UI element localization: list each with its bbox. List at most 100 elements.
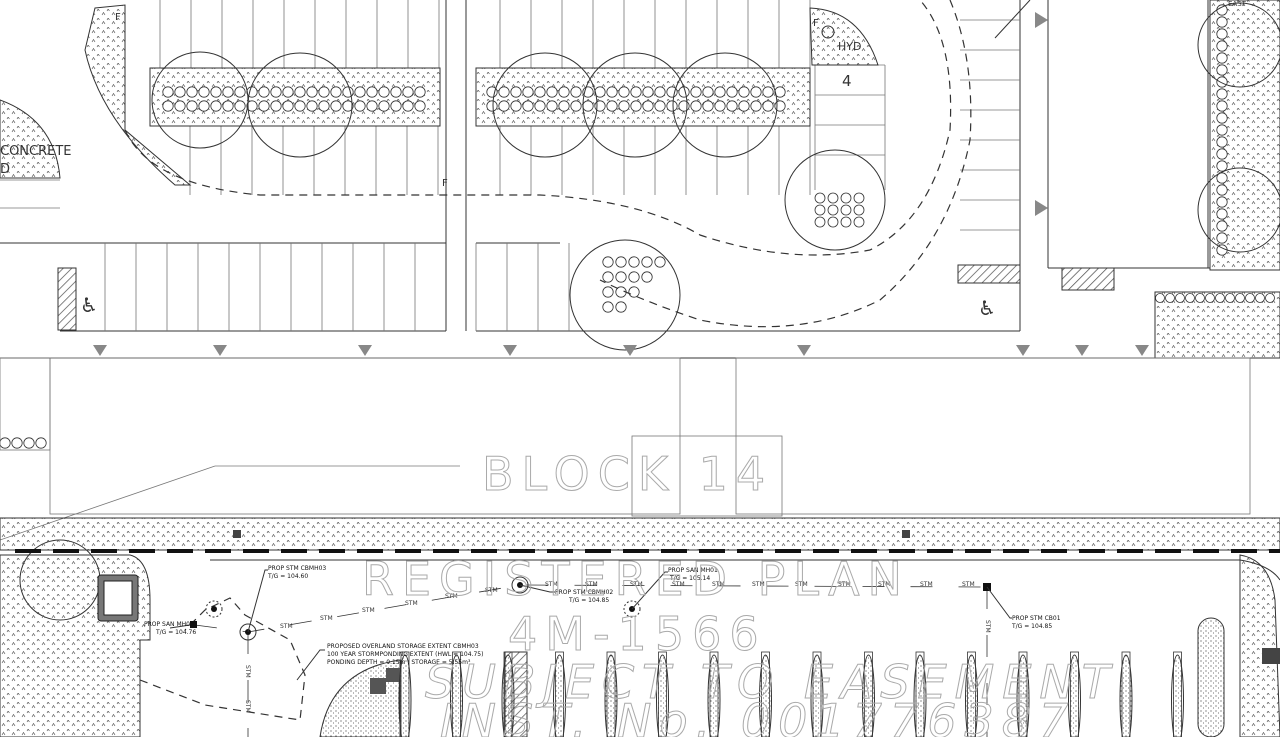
shrub (1216, 76, 1228, 88)
structure-label: PROP SAN MH02 (144, 621, 194, 628)
shrub (654, 100, 666, 112)
shrub (11, 437, 23, 449)
shrub (522, 100, 534, 112)
shrub (1216, 124, 1228, 136)
shrub (1216, 64, 1228, 76)
shrub (522, 86, 534, 98)
fire-marker: F (115, 12, 121, 23)
shrub (702, 86, 714, 98)
shrub (602, 271, 614, 283)
shrub (198, 86, 210, 98)
accessible-parking-icon: ♿ (978, 296, 996, 320)
pipe-label: STM (630, 581, 643, 588)
shrub (270, 100, 282, 112)
shrub (1255, 293, 1265, 303)
shrub (853, 216, 865, 228)
shrub (1216, 172, 1228, 184)
pipe-label: STM (280, 623, 293, 630)
shrub (628, 286, 640, 298)
shrub (615, 301, 627, 313)
shrub (678, 100, 690, 112)
structure-label: PROP STM CB01 (1012, 615, 1061, 622)
shrub (606, 86, 618, 98)
shrub (402, 100, 414, 112)
hydrant-label: HYD (838, 40, 861, 53)
pipe-label: STM (878, 581, 891, 588)
shrub (174, 100, 186, 112)
shrub (570, 100, 582, 112)
stall-number: 4 (842, 72, 852, 90)
concrete-label: D (0, 162, 10, 177)
shrub (354, 86, 366, 98)
shrub (306, 100, 318, 112)
shrub (702, 100, 714, 112)
pipe-label: STM (545, 581, 558, 588)
shrub (282, 86, 294, 98)
shrub (602, 256, 614, 268)
fire-marker: F (813, 18, 819, 29)
structure-elevation: T/G = 104.60 (267, 573, 308, 580)
shrub (827, 216, 839, 228)
shrub (1175, 293, 1185, 303)
shrub (234, 100, 246, 112)
shrub (1185, 293, 1195, 303)
pipe-label: STM (362, 607, 375, 614)
shrub (318, 86, 330, 98)
shrub (618, 86, 630, 98)
structure-label: PROP STM CBMH02 (555, 589, 613, 596)
shrub (666, 86, 678, 98)
shrub (618, 100, 630, 112)
shrub (1216, 28, 1228, 40)
pipe-label: STM (672, 581, 685, 588)
shrub (630, 100, 642, 112)
shrub (486, 100, 498, 112)
shrub (750, 86, 762, 98)
pipe-label: STM (838, 581, 851, 588)
shrub (210, 100, 222, 112)
registered-plan-label: REGISTERED PLAN (362, 552, 910, 606)
shrub (594, 86, 606, 98)
shrub (23, 437, 35, 449)
shrub (390, 86, 402, 98)
shrub (827, 192, 839, 204)
shrub (714, 86, 726, 98)
plan-number: 4M-1566 (508, 607, 767, 661)
shrub (210, 86, 222, 98)
shrub (1216, 40, 1228, 52)
shrub (534, 86, 546, 98)
shrub (690, 100, 702, 112)
storage-note: PONDING DEPTH = 0.15m ; STORAGE = 5.55m³ (327, 659, 471, 666)
shrub (1216, 232, 1228, 244)
pipe-label: STM (712, 581, 725, 588)
pipe-label: STM (445, 593, 458, 600)
shrub (690, 86, 702, 98)
shrub (814, 192, 826, 204)
shrub (234, 86, 246, 98)
shrub (162, 86, 174, 98)
shrub (615, 256, 627, 268)
shrub (378, 100, 390, 112)
manhole-san-mh02 (205, 600, 223, 618)
hydrant-icon (821, 25, 835, 39)
plan-lettering: BLOCK 14 REGISTERED PLAN 4M-1566 SUBJECT… (362, 447, 1111, 737)
shrub (853, 192, 865, 204)
shrub (222, 86, 234, 98)
shrub (354, 100, 366, 112)
shrub (814, 216, 826, 228)
shrub (606, 100, 618, 112)
shrub (546, 86, 558, 98)
shrub (1235, 293, 1245, 303)
shrub (840, 204, 852, 216)
shrub (1216, 148, 1228, 160)
shrub (558, 100, 570, 112)
shrub (510, 100, 522, 112)
structure-elevation: T/G = 104.76 (155, 629, 196, 636)
shrub (642, 86, 654, 98)
shrub (1216, 196, 1228, 208)
pipe-label: STM (320, 615, 333, 622)
parking-lot: ♿ ♿ HYD 4 F F F EAST CONCRETE D (0, 0, 1280, 621)
storage-note: PROPOSED OVERLAND STORAGE EXTENT CBMH03 (327, 643, 479, 650)
shrub (498, 86, 510, 98)
shrub (726, 86, 738, 98)
